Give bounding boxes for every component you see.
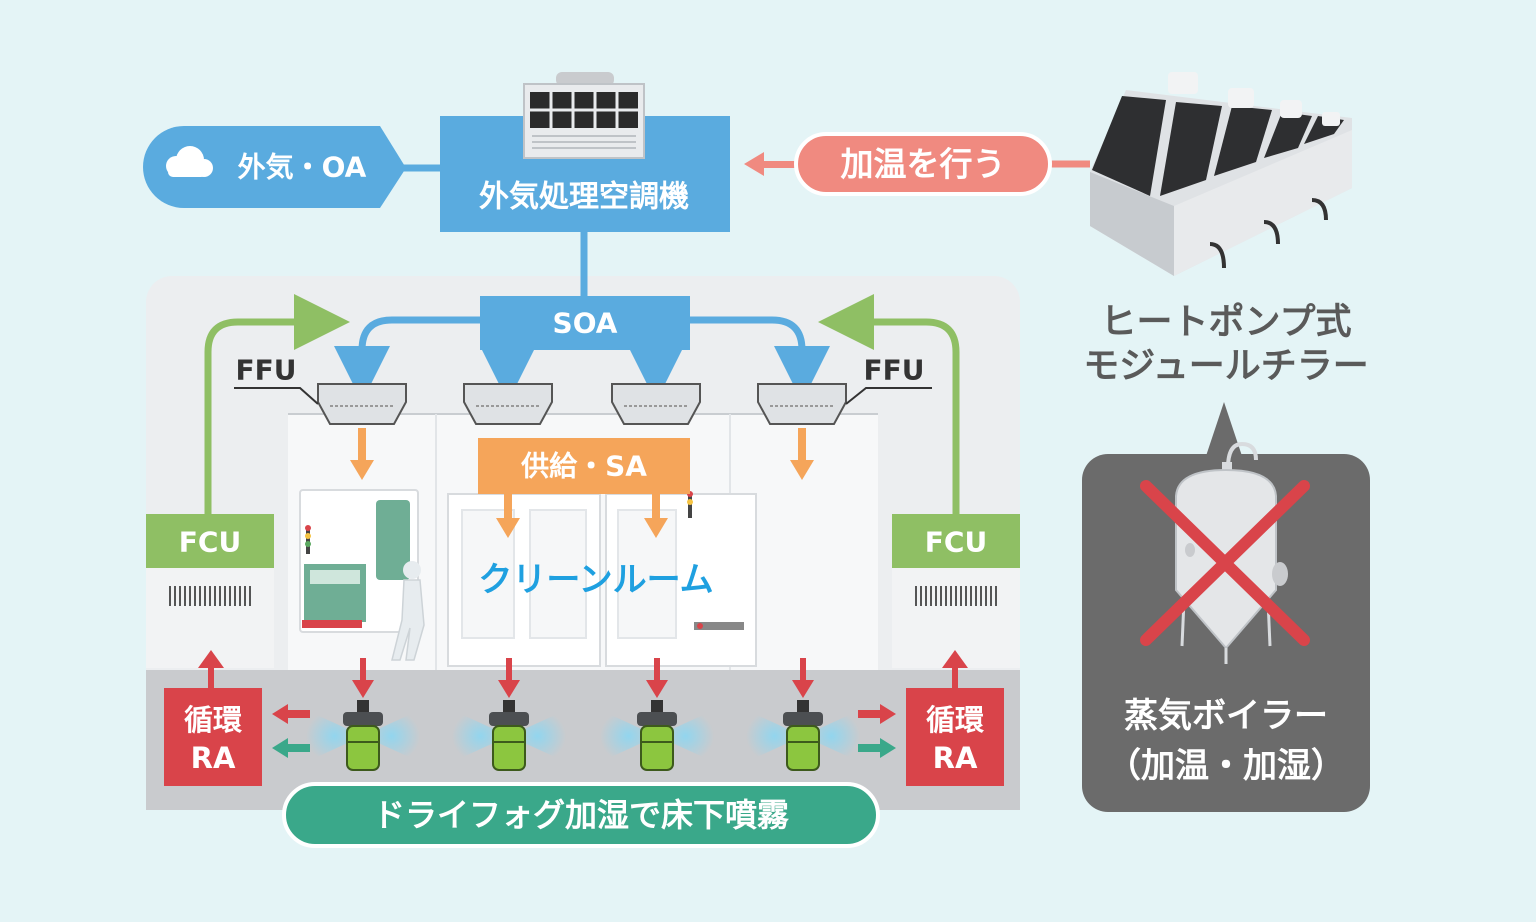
ra-right-box [906, 688, 1004, 786]
ra-right-label-line2: RA [933, 741, 978, 775]
boiler-pointer [1206, 402, 1242, 456]
cloud-icon [166, 146, 213, 177]
doas-label: 外気処理空調機 [479, 180, 689, 215]
boiler-label-line1: 蒸気ボイラー [1124, 696, 1328, 736]
heating-arrow [762, 161, 796, 168]
dry-fog-nozzle-icon [343, 700, 823, 771]
return-air-arrow-left [204, 294, 350, 514]
ffu-label-left: FFU [236, 354, 297, 387]
ra-left-box [164, 688, 262, 786]
ra-up-arrows [198, 650, 968, 688]
ffu-unit-3 [611, 383, 701, 425]
fcu-label-left: FCU [179, 526, 241, 559]
doas-unit-icon [523, 72, 645, 159]
soa-label: SOA [553, 307, 618, 340]
fcu-label-right: FCU [925, 526, 987, 559]
ffu-unit-4 [757, 383, 847, 425]
supply-sa-box [478, 438, 690, 494]
ffu-label-right: FFU [864, 354, 925, 387]
ffu-unit-1 [317, 383, 407, 425]
ffu-left-leader [234, 387, 319, 405]
chiller-label-line2: モジュールチラー [1083, 346, 1368, 387]
ffu-right-leader [845, 387, 932, 405]
duct-arrow-1 [334, 316, 480, 402]
supply-air-arrows [350, 428, 814, 538]
supply-label: 供給・SA [520, 450, 647, 483]
downflow-arrows [352, 658, 814, 698]
ra-right-label-line1: 循環 [926, 703, 985, 737]
dry-fog-label: ドライフォグ加湿で床下噴霧 [373, 796, 790, 834]
chiller-label-line1: ヒートポンプ式 [1101, 301, 1352, 343]
fcu-right-unit [892, 514, 1020, 668]
cleanroom-label: クリーンルーム [478, 560, 713, 600]
fcu-left-unit [146, 514, 274, 668]
process-equipment-left [299, 489, 419, 633]
chiller-icon [1090, 72, 1352, 276]
worker-figure [391, 561, 425, 661]
heating-pill [794, 132, 1052, 196]
duct-arrow-4 [688, 316, 830, 402]
ra-left-label-line1: 循環 [184, 703, 243, 737]
dry-fog-pill [282, 782, 880, 848]
outside-air-label: 外気・OA [238, 151, 367, 184]
fog-sprays [306, 710, 860, 762]
soa-box [480, 296, 690, 350]
heating-label: 加温を行う [841, 145, 1006, 184]
return-air-arrow-right [818, 294, 960, 514]
floor-side-arrows [272, 704, 896, 758]
ffu-unit-2 [463, 383, 553, 425]
process-equipment-center [447, 491, 757, 667]
boiler-label-line2: （加温・加湿） [1107, 746, 1345, 786]
ra-left-label-line2: RA [191, 741, 236, 775]
cross-mark-icon [1140, 480, 1310, 646]
outside-air-tag [143, 126, 406, 208]
